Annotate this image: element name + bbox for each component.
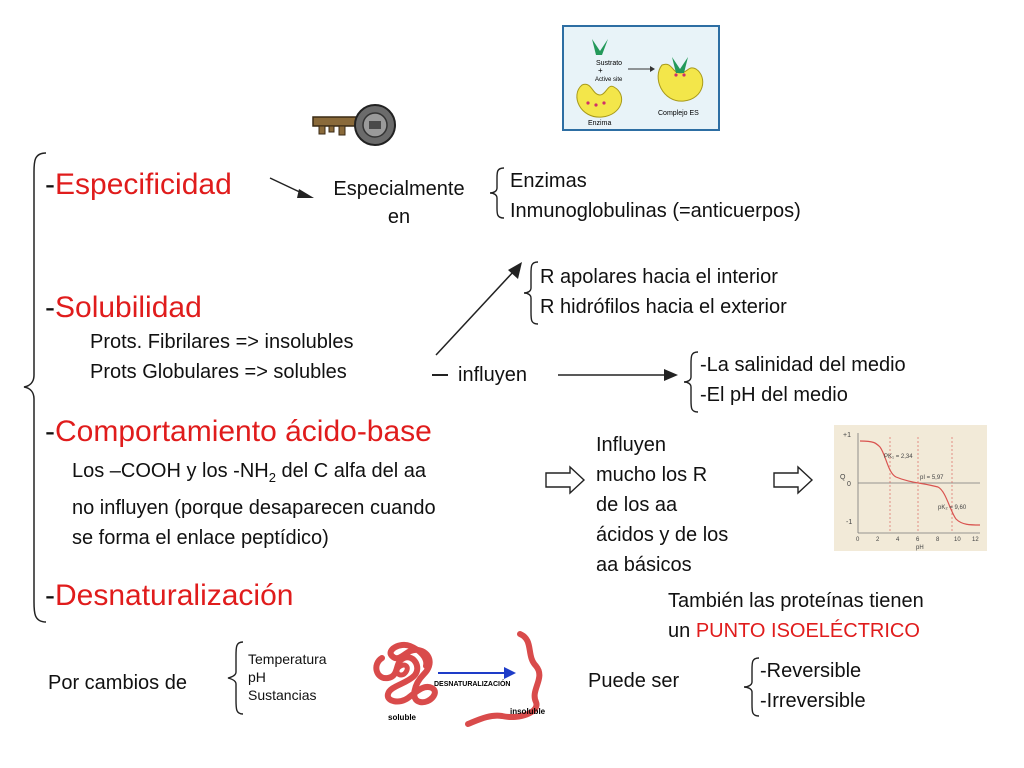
especificidad-brace: [489, 167, 505, 219]
svg-text:pI = 5,97: pI = 5,97: [920, 475, 944, 481]
cause-sustancias: Sustancias: [248, 687, 317, 703]
titration-graph: +1 Q 0 -1 PK₁ = 2,34 pI = 5,97 pK₂ = 9,6…: [834, 425, 987, 551]
denaturation-image: DESNATURALIZACIÓN soluble insoluble: [373, 631, 546, 727]
svg-text:Sustrato: Sustrato: [596, 60, 622, 67]
heading-desnaturalizacion: -Desnaturalización: [45, 579, 294, 612]
cause-ph: pH: [248, 669, 266, 685]
svg-text:-1: -1: [846, 519, 852, 526]
types-list: -Reversible -Irreversible: [760, 656, 866, 716]
heading-solubilidad: -Solubilidad: [45, 291, 202, 324]
r-apolares: R apolares hacia el interior: [540, 266, 778, 288]
heading-especificidad: -Especificidad: [45, 168, 232, 201]
cause-temperatura: Temperatura: [248, 651, 327, 667]
influyen-label: influyen: [458, 364, 527, 386]
causes-list: Temperatura pH Sustancias: [248, 650, 327, 704]
key-icon: [312, 104, 396, 146]
svg-text:0: 0: [847, 481, 851, 488]
factor-ph: -El pH del medio: [700, 384, 848, 406]
svg-text:PK₁ = 2,34: PK₁ = 2,34: [884, 454, 913, 460]
puede-ser-label: Puede ser: [588, 670, 680, 692]
r-groups-list: R apolares hacia el interior R hidrófilo…: [540, 262, 787, 322]
r-hidrofilos: R hidrófilos hacia el exterior: [540, 296, 787, 318]
svg-text:8: 8: [936, 537, 940, 543]
factor-salinidad: -La salinidad del medio: [700, 354, 906, 376]
hollow-arrow-2: [773, 465, 814, 495]
svg-text:4: 4: [896, 537, 900, 543]
factors-brace: [683, 351, 699, 413]
type-irreversible: -Irreversible: [760, 690, 866, 712]
especialmente-en-label: Especialmente en: [333, 178, 465, 228]
prots-globulares: Prots Globulares => solubles: [90, 361, 347, 383]
influyen-dash: [432, 374, 448, 376]
svg-text:2: 2: [876, 537, 880, 543]
svg-text:Complejo ES: Complejo ES: [658, 110, 699, 117]
prots-list: Prots. Fibrilares => insolubles Prots Gl…: [90, 327, 353, 387]
svg-text:0: 0: [856, 537, 860, 543]
especificidad-items: Enzimas Inmunoglobulinas (=anticuerpos): [510, 166, 801, 226]
item-enzimas: Enzimas: [510, 170, 587, 192]
svg-text:pK₂ = 9,60: pK₂ = 9,60: [938, 505, 967, 511]
hollow-arrow-1: [545, 465, 586, 495]
influyen-arrow: [558, 369, 678, 381]
acido-base-text: Los –COOH y los -NH2 del C alfa del aa n…: [72, 456, 436, 553]
svg-text:Enzima: Enzima: [588, 120, 611, 127]
r-groups-brace: [523, 261, 539, 325]
especificidad-arrow: [269, 177, 314, 198]
item-inmunoglobulinas: Inmunoglobulinas (=anticuerpos): [510, 200, 801, 222]
svg-text:+1: +1: [843, 432, 851, 439]
solubilidad-arrow: [435, 262, 522, 356]
acido-base-line1: Los –COOH y los -NH2 del C alfa del aa: [72, 460, 427, 485]
influyen-mucho-text: Influyen mucho los R de los aa ácidos y …: [596, 434, 729, 576]
causes-brace: [227, 641, 244, 715]
svg-text:soluble: soluble: [388, 713, 417, 722]
main-brace: [23, 152, 47, 623]
svg-text:Active site: Active site: [595, 77, 623, 83]
type-reversible: -Reversible: [760, 660, 862, 682]
svg-text:12: 12: [972, 537, 979, 543]
acido-base-line3: se forma el enlace peptídico): [72, 527, 329, 549]
svg-text:10: 10: [954, 537, 961, 543]
types-brace: [743, 657, 760, 717]
svg-text:Q: Q: [840, 474, 846, 481]
prots-fibrilares: Prots. Fibrilares => insolubles: [90, 331, 354, 353]
acido-base-line2: no influyen (porque desaparecen cuando: [72, 497, 436, 519]
svg-text:insoluble: insoluble: [510, 707, 546, 716]
por-cambios-label: Por cambios de: [48, 672, 187, 694]
punto-isoelectrico-label: PUNTO ISOELÉCTRICO: [695, 620, 920, 642]
svg-text:+: +: [598, 66, 603, 75]
heading-comportamiento-acido-base: -Comportamiento ácido-base: [45, 415, 432, 448]
factors-list: -La salinidad del medio -El pH del medio: [700, 350, 906, 410]
svg-text:DESNATURALIZACIÓN: DESNATURALIZACIÓN: [434, 679, 510, 688]
svg-text:pH: pH: [916, 545, 924, 551]
enzyme-substrate-image: Sustrato + Active site Enzima Complejo E…: [562, 25, 720, 131]
punto-isoelectrico-text: También las proteínas tienen un PUNTO IS…: [668, 590, 924, 642]
svg-text:6: 6: [916, 537, 920, 543]
